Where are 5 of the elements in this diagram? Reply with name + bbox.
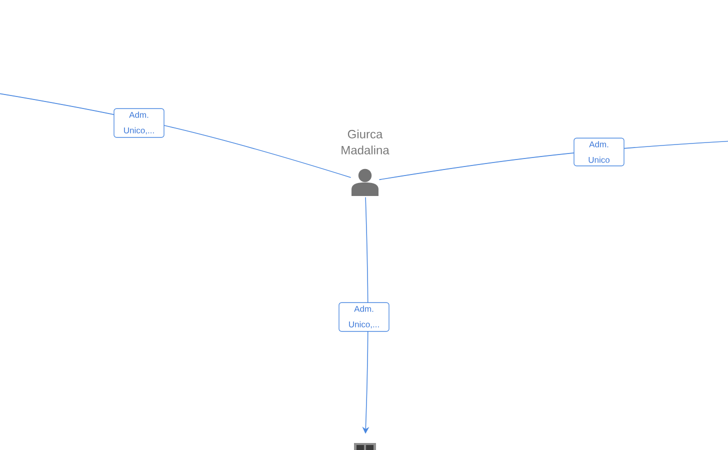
edge-label: Adm. Unico,...	[338, 302, 390, 332]
edge-label: Adm. Unico	[574, 138, 624, 166]
building-icon	[354, 443, 376, 450]
person-name: Giurca Madalina	[342, 130, 390, 154]
edge-label: Adm. Unico,...	[114, 108, 164, 138]
